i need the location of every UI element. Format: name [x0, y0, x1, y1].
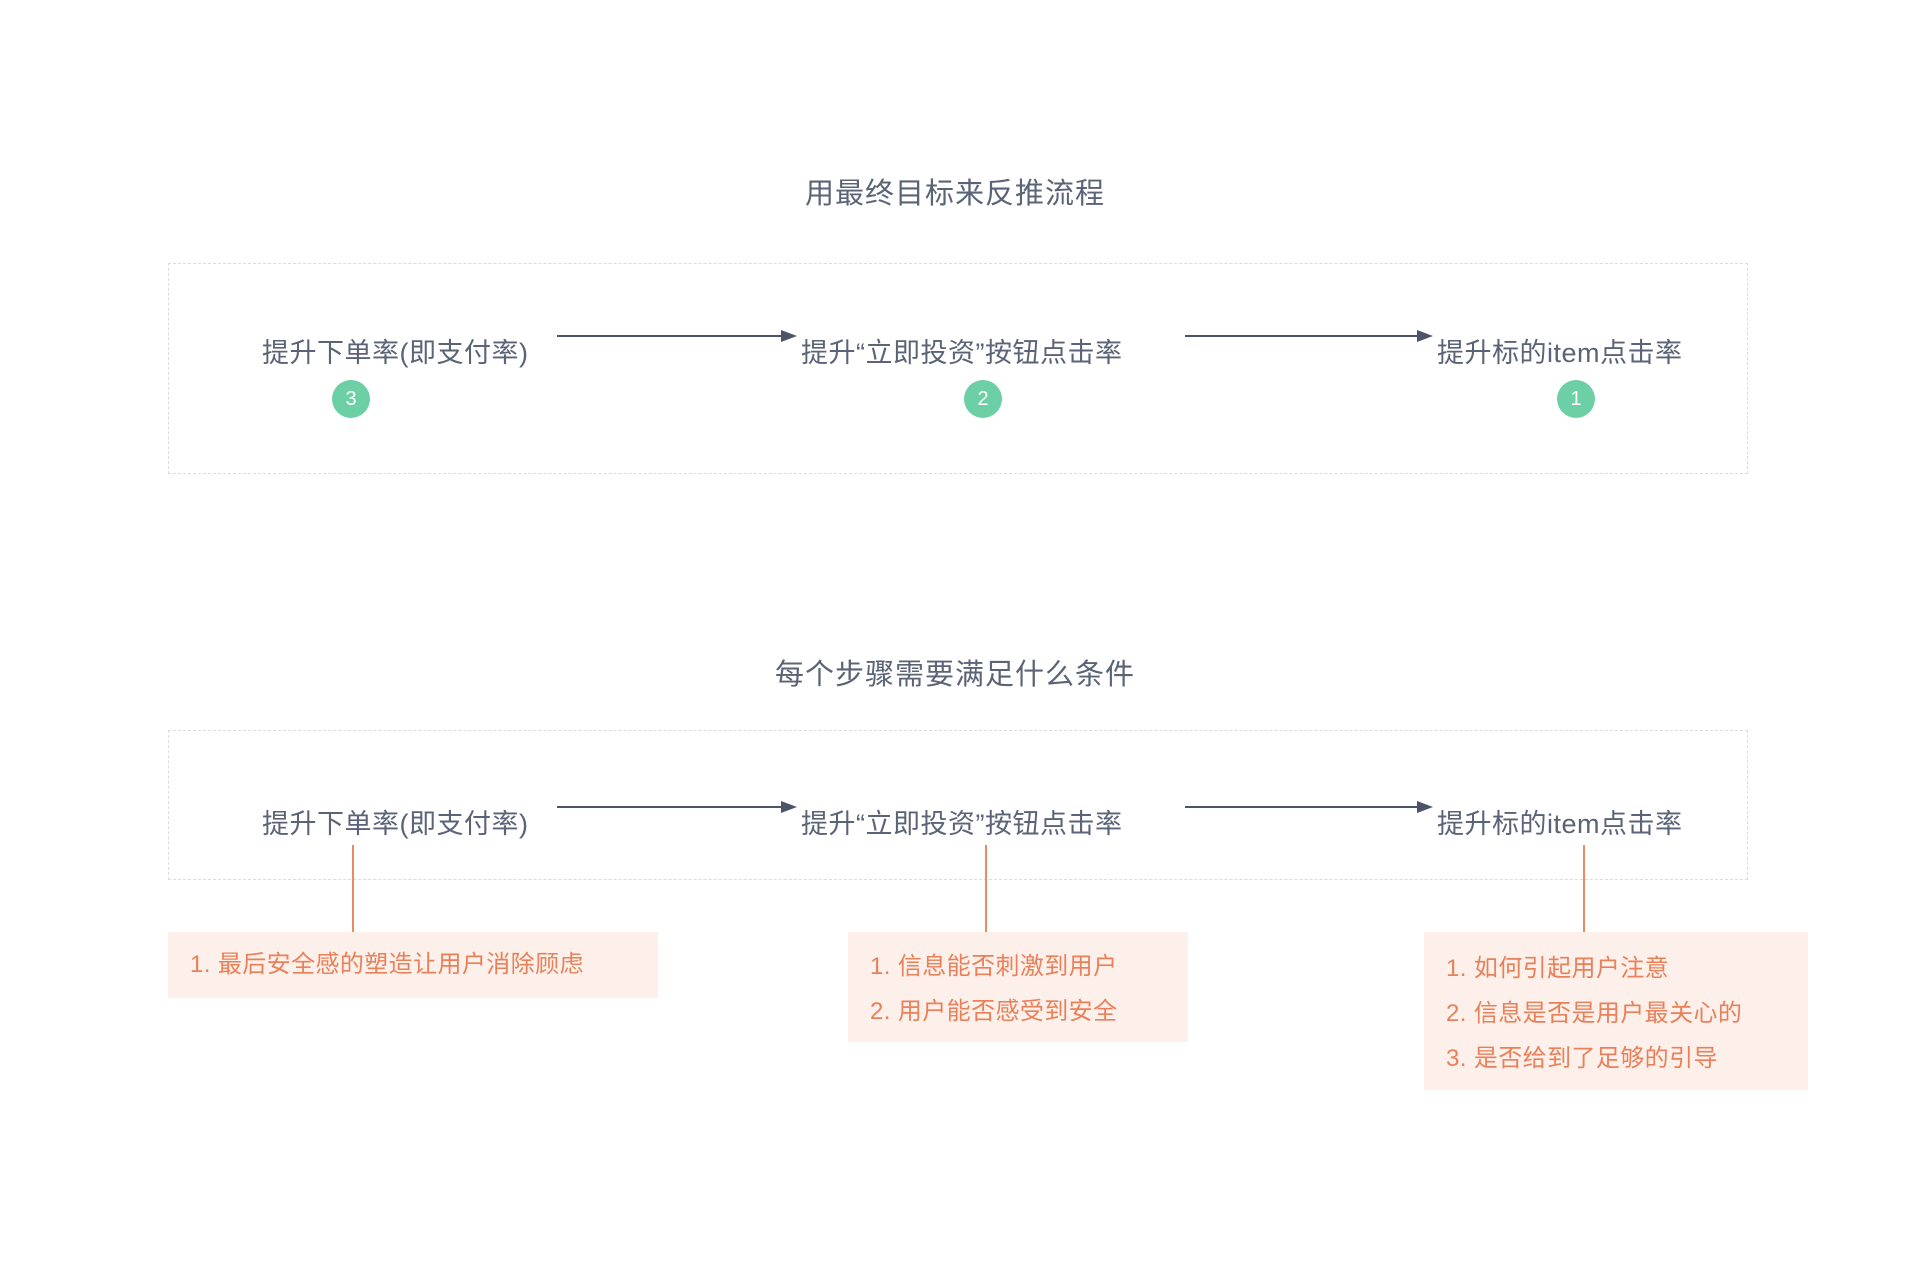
- flow-container-section-2: [168, 730, 1748, 880]
- note-connector-1: [352, 845, 354, 932]
- note-line: 1. 信息能否刺激到用户: [870, 953, 1118, 980]
- note-connector-3: [1583, 845, 1585, 932]
- condition-node-2-label-invest-button: 提升“立即投资”按钮点击率: [801, 809, 1123, 839]
- condition-node-3-label-item-click: 提升标的item点击率: [1437, 809, 1683, 839]
- flow-node-1-label-payment-rate: 提升下单率(即支付率): [262, 338, 529, 368]
- step-badge-2: 2: [964, 380, 1002, 418]
- note-box-item-click: 1. 如何引起用户注意 2. 信息是否是用户最关心的 3. 是否给到了足够的引导: [1424, 932, 1808, 1090]
- flow-arrow-1-b: [1185, 328, 1433, 344]
- step-badge-3: 3: [332, 380, 370, 418]
- section-title-goal-backtrack: 用最终目标来反推流程: [804, 178, 1105, 210]
- flow-node-2-label-invest-button: 提升“立即投资”按钮点击率: [801, 338, 1123, 368]
- condition-node-1-label-payment-rate: 提升下单率(即支付率): [262, 809, 529, 839]
- flow-container-section-1: [168, 263, 1748, 474]
- flow-node-3-label-item-click: 提升标的item点击率: [1437, 338, 1683, 368]
- note-line: 1. 如何引起用户注意: [1446, 955, 1670, 982]
- note-line: 3. 是否给到了足够的引导: [1446, 1045, 1718, 1072]
- note-connector-2: [985, 845, 987, 932]
- note-box-payment-rate: 1. 最后安全感的塑造让用户消除顾虑: [168, 932, 658, 998]
- note-line: 2. 用户能否感受到安全: [870, 998, 1118, 1025]
- condition-arrow-1-a: [557, 799, 797, 815]
- note-box-invest-button: 1. 信息能否刺激到用户 2. 用户能否感受到安全: [848, 932, 1188, 1042]
- condition-arrow-1-b: [1185, 799, 1433, 815]
- section-title-step-conditions: 每个步骤需要满足什么条件: [774, 659, 1135, 691]
- step-badge-1: 1: [1557, 380, 1595, 418]
- note-line: 2. 信息是否是用户最关心的: [1446, 1000, 1743, 1027]
- note-line: 1. 最后安全感的塑造让用户消除顾虑: [190, 951, 584, 978]
- flow-arrow-1-a: [557, 328, 797, 344]
